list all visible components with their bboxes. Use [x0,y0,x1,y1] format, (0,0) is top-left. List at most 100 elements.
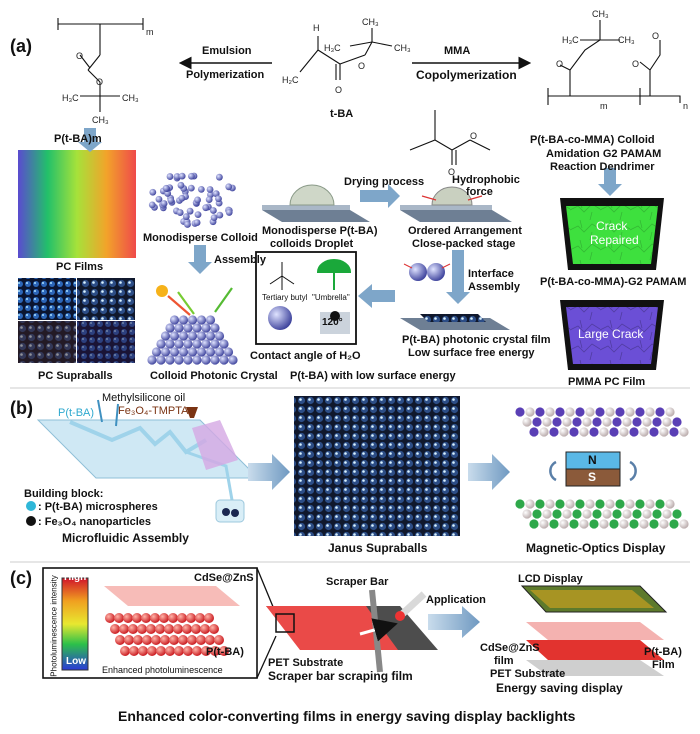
chem-h: H [313,23,320,33]
crystal-sphere [178,331,189,341]
red-sphere [128,624,138,634]
crystal-sphere [187,331,198,341]
copolymerization-label: Copolymerization [416,68,517,82]
red-sphere [174,646,184,656]
chem-ch3-5: CH₃ [592,9,609,19]
crystal-sphere [183,323,193,333]
chem-o-8: O [652,31,660,41]
crystal-sphere [205,331,216,341]
colloid-particle [178,194,186,202]
chem-o-9: O [632,59,640,69]
crystal-sphere [205,315,216,325]
hydrophobic-label: Hydrophobic [452,174,520,186]
crystal-sphere [165,355,175,365]
large-crack-film [560,300,664,370]
photonic-film-substrate [400,314,510,330]
display-sphere [565,407,575,417]
display-sphere [545,407,555,417]
chem-h2c: H₂C [282,75,299,85]
red-sphere [209,624,219,634]
chem-h3c-2: H₃C [324,43,341,53]
display-sphere [635,499,645,509]
colloid-particle [210,214,218,222]
crystal-sphere [151,347,162,357]
display-sphere [622,509,632,519]
display-sphere [595,407,605,417]
chem-o-6: O [470,131,478,141]
display-sphere [639,519,649,529]
crystal-sphere [174,339,184,349]
red-sphere [192,646,202,656]
colloid-particle [215,173,223,181]
colloid-particle [167,197,175,204]
janus-supraballs-image [294,396,460,536]
display-sphere [619,519,629,529]
display-sphere [679,427,689,437]
red-sphere [195,613,205,623]
display-sphere [672,509,682,519]
magnetic-label: Magnetic-Optics Display [526,541,666,555]
display-sphere [515,499,525,509]
amidation-label: Amidation G2 PAMAM [546,148,662,160]
microfluidic-label: Microfluidic Assembly [62,531,189,545]
chem-h3c-3: H₃C [562,35,579,45]
droplet-label-1: Monodisperse P(t-BA) [262,225,378,237]
crystal-sphere [223,347,234,357]
crystal-sphere [160,347,171,357]
assembly-arrow [188,245,212,274]
low-energy-label: P(t-BA) with low surface energy [290,370,456,382]
enhanced-label: Enhanced photoluminescence [102,665,223,675]
colloid-particle [177,181,185,189]
display-sphere [629,427,639,437]
red-sphere-stack [105,613,229,656]
methyl-oil-label: Methylsilicone oil [102,392,186,404]
crystal-sphere [210,355,220,365]
display-sphere [632,417,642,427]
crystal-sphere [201,355,211,365]
crystal-sphere [196,315,207,325]
crystal-sphere [187,347,198,357]
colloid-particle [216,211,224,219]
mma-structure [409,110,491,165]
pet2-label: PET Substrate [490,668,566,680]
display-sphere [552,509,562,519]
chem-m: m [146,27,154,37]
crystal-sphere [147,355,157,365]
crystal-sphere [201,323,211,333]
display-sphere [599,519,609,529]
red-sphere [138,646,148,656]
pl-low-label: Low [66,656,86,667]
panel-b-label: (b) [10,398,33,418]
chem-o-3: O [358,61,366,71]
display-sphere [582,509,592,519]
crystal-sphere [169,315,180,325]
display-sphere [639,427,649,437]
droplet-on-substrate [262,184,370,222]
display-sphere [622,417,632,427]
red-sphere [141,613,151,623]
copolymer-label: P(t-BA-co-MMA) Colloid [530,134,655,146]
fe3o4-legend-dot [26,516,36,526]
ordered-substrate [400,186,512,222]
low-energy-arrow [358,284,395,308]
colloid-particle [162,184,170,192]
red-sphere [186,613,196,623]
colloid-particle [148,201,156,209]
assembly-label: Assembly [214,254,266,266]
chem-o-2: O [96,77,104,87]
ptba-to-films-arrow [78,128,102,152]
red-sphere [124,635,134,645]
energy-saving-stack [520,585,668,676]
crystal-sphere [178,347,189,357]
display-sphere [572,417,582,427]
pc-films-image [18,150,136,258]
display-sphere [612,417,622,427]
pet-label: PET Substrate [268,657,344,669]
display-sphere [579,519,589,529]
red-sphere [114,613,124,623]
colloid-particle [166,173,174,180]
red-sphere [168,613,178,623]
ptba-film-label-1: P(t-BA) [644,646,682,658]
chem-ch3-1: CH₃ [122,93,139,103]
crystal-sphere [169,331,180,341]
